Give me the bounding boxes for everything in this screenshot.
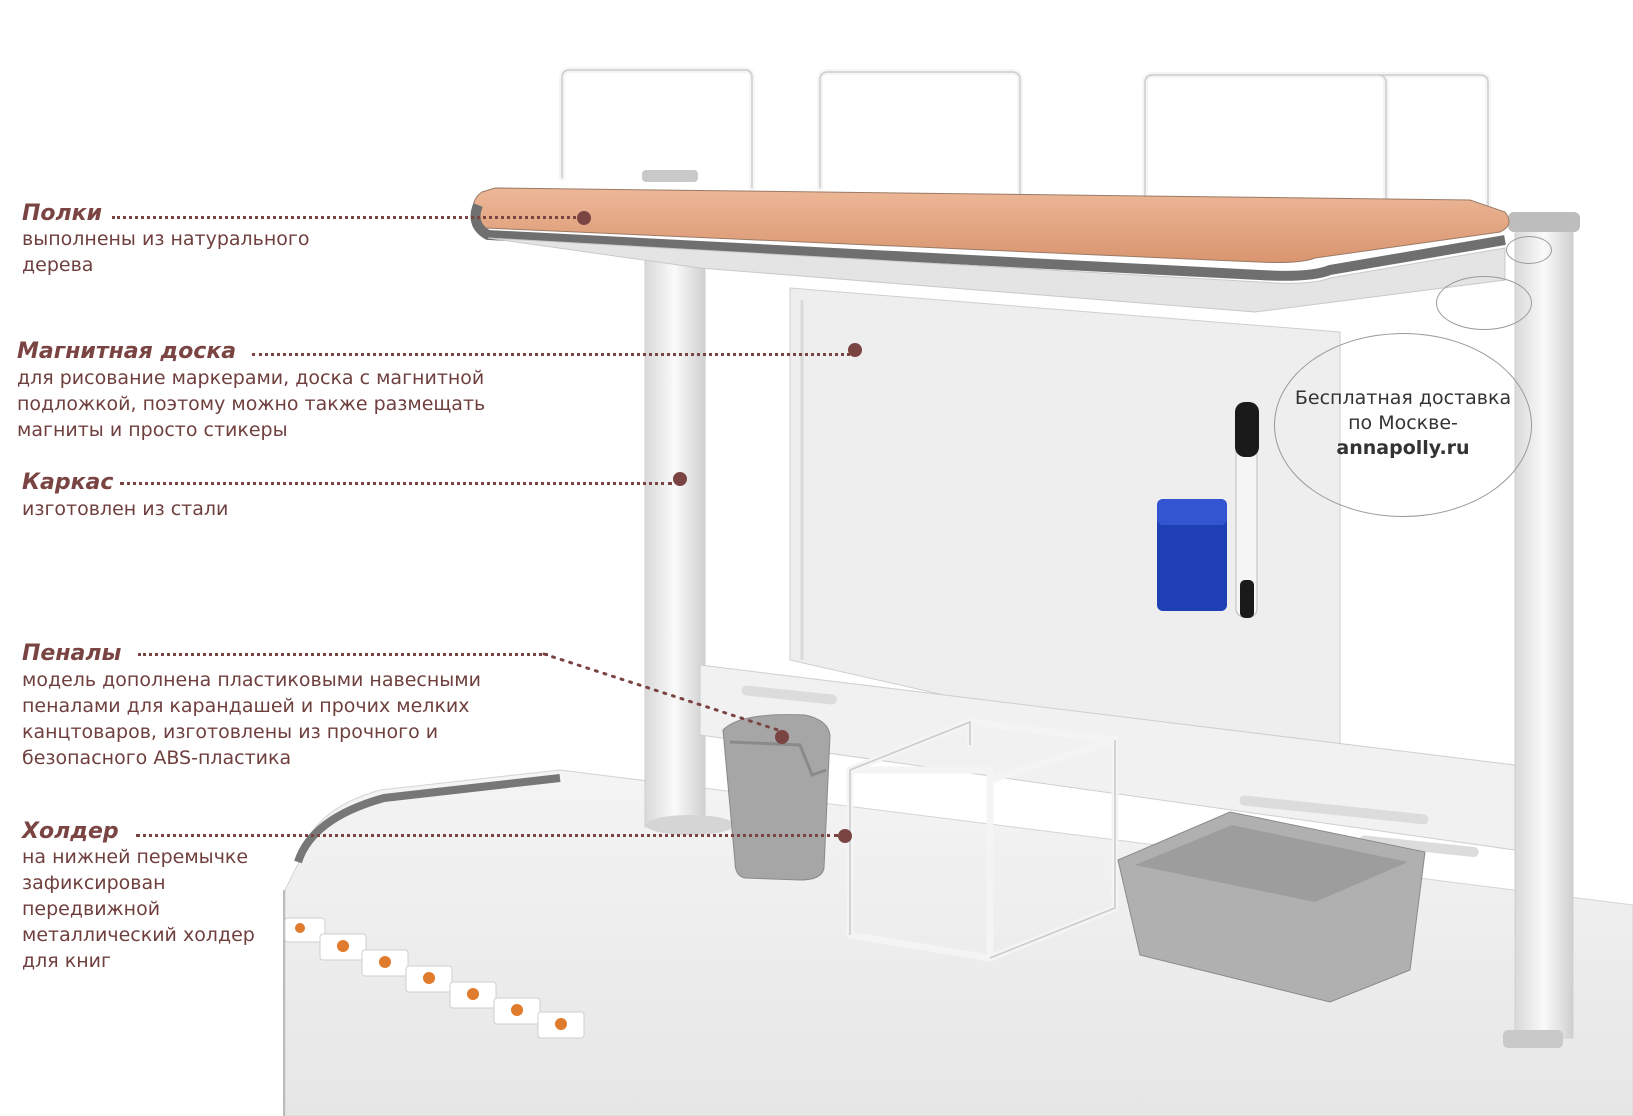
pencils-leader-diagonal	[542, 652, 780, 732]
desk-top	[283, 769, 1633, 1116]
frame-title: Каркас	[22, 470, 114, 495]
pencil-cup-illustration	[722, 714, 831, 881]
shelves-leader	[112, 216, 582, 219]
pencils-title: Пеналы	[22, 641, 122, 666]
frame-pole-right	[1503, 212, 1580, 1048]
tray-illustration	[1117, 811, 1426, 1003]
frame-description: изготовлен из стали	[22, 498, 229, 520]
promo-website: annapolly.ru	[1336, 437, 1470, 459]
delivery-promo-bubble: Бесплатная доставка по Москве- annapolly…	[1274, 333, 1532, 517]
pencils-marker	[775, 730, 789, 744]
shelves-title: Полки	[22, 201, 102, 226]
promo-line-2: по Москве-	[1348, 412, 1458, 434]
pencils-leader	[138, 653, 548, 656]
promo-line-1: Бесплатная доставка	[1294, 387, 1512, 409]
board-description: для рисование маркерами, доска с магнитн…	[17, 367, 486, 441]
holder-title: Холдер	[22, 819, 119, 844]
holder-leader	[136, 834, 838, 837]
upper-shelf-illustration	[470, 67, 1510, 313]
book-holder-outline	[849, 720, 1116, 959]
holder-marker	[838, 829, 852, 843]
shelves-marker	[577, 211, 591, 225]
highlight-ellipse-small	[1506, 236, 1552, 264]
holder-description: на нижней перемычке зафиксирован передви…	[22, 846, 255, 972]
board-marker	[848, 343, 862, 357]
shelves-description: выполнены из натурального дерева	[22, 228, 310, 276]
frame-pole-left	[644, 251, 734, 835]
frame-leader	[120, 482, 672, 485]
lower-crossbar	[699, 664, 1516, 857]
board-title: Магнитная доска	[17, 339, 237, 364]
magnetic-board-illustration	[789, 287, 1341, 786]
frame-marker	[673, 472, 687, 486]
board-leader	[252, 353, 850, 356]
pencils-description: модель дополнена пластиковыми навесными …	[22, 669, 481, 769]
highlight-ellipse-medium	[1436, 276, 1532, 330]
